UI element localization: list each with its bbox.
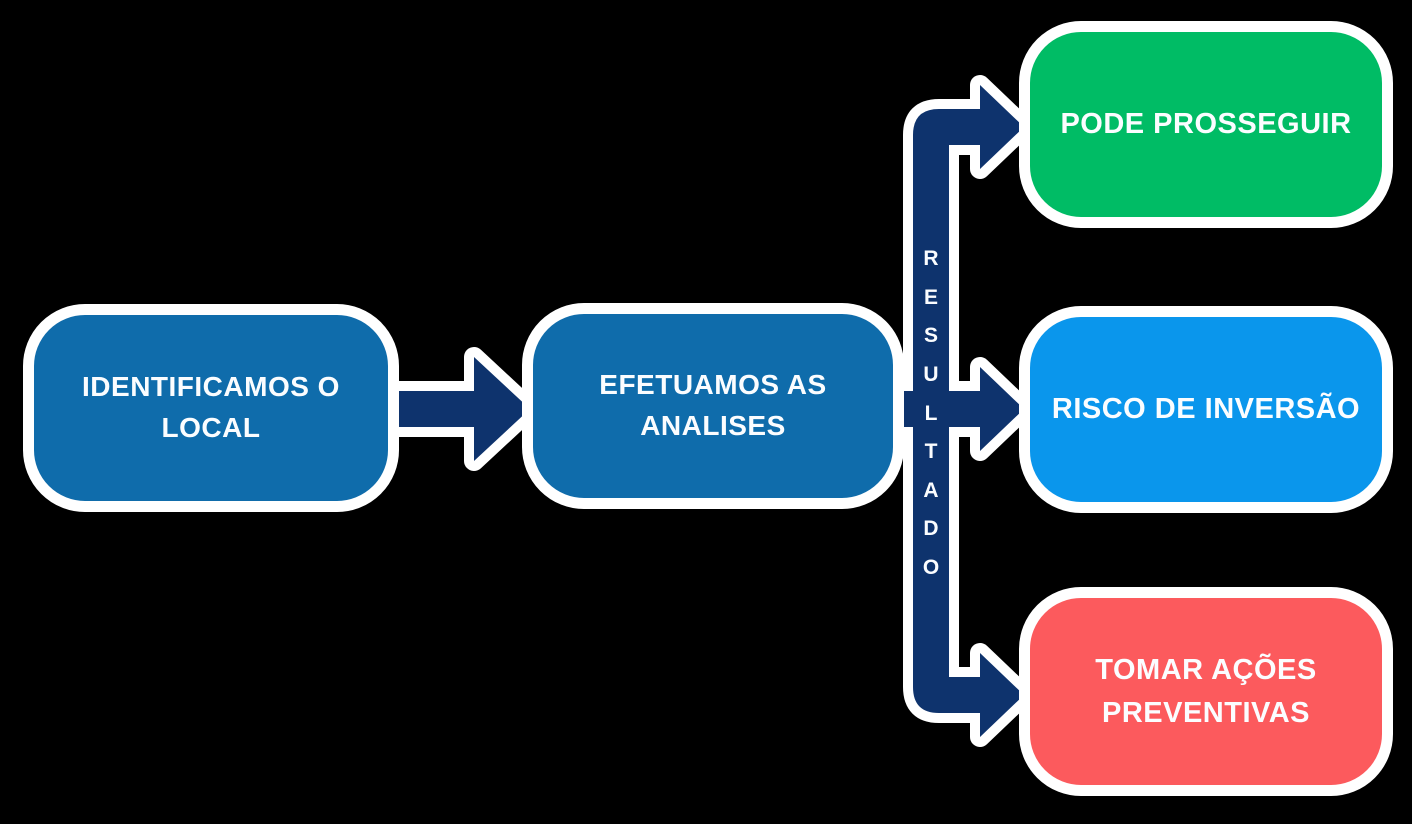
arrow-fill-layer — [388, 85, 1024, 737]
node-label: IDENTIFICAMOS O LOCAL — [82, 371, 340, 443]
arrow-to-middle-outcome — [890, 367, 1024, 451]
resultado-letter: S — [923, 324, 938, 348]
resultado-letter: O — [922, 556, 940, 579]
resultado-label: R E S U L T A D O — [903, 248, 959, 578]
node-pode-prosseguir: PODE PROSSEGUIR — [1019, 21, 1393, 228]
node-label: RISCO DE INVERSÃO — [1051, 393, 1361, 426]
node-efetuamos-analises: EFETUAMOS AS ANALISES — [522, 303, 904, 509]
resultado-letter: R — [923, 247, 939, 270]
resultado-letter: L — [924, 401, 938, 425]
arrow-step1-to-step2 — [388, 357, 530, 461]
resultado-letter: E — [923, 285, 938, 309]
node-identificamos-local: IDENTIFICAMOS O LOCAL — [23, 304, 399, 512]
resultado-letter: T — [924, 440, 938, 464]
node-label: EFETUAMOS AS ANALISES — [599, 369, 827, 441]
node-tomar-acoes-preventivas: TOMAR AÇÕES PREVENTIVAS — [1019, 587, 1393, 796]
branch-trunk-arrows — [913, 85, 1024, 737]
resultado-letter: U — [923, 362, 939, 386]
node-risco-de-inversao: RISCO DE INVERSÃO — [1019, 306, 1393, 513]
resultado-letter: A — [923, 478, 939, 502]
resultado-letter: D — [923, 517, 939, 541]
node-label: TOMAR AÇÕES PREVENTIVAS — [1095, 654, 1317, 729]
node-label: PODE PROSSEGUIR — [1060, 108, 1352, 141]
